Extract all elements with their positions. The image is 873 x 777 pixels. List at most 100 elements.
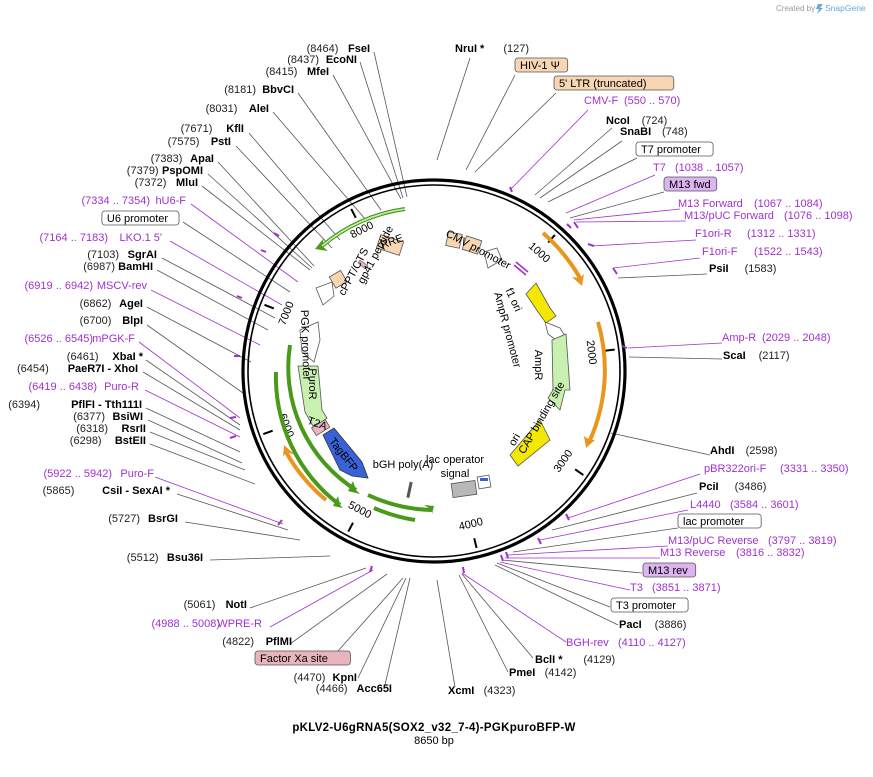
enzyme-site-label: AhdI(2598) (710, 445, 777, 457)
primer-label: BGH-rev(4110 .. 4127) (566, 637, 686, 649)
label-text: M13 fwd (669, 179, 711, 191)
primer-label: F1ori-F(1522 .. 1543) (702, 246, 823, 258)
feature-label: PGK promoter (298, 310, 312, 381)
label-position: (7372) (135, 177, 167, 189)
tick-label: 3000 (552, 448, 576, 475)
feature-box-label: lac promoter (677, 513, 762, 529)
enzyme-site-label: BbvCI(8181) (224, 84, 294, 96)
cppt-arrow (315, 281, 335, 306)
label-name: F1ori-F (702, 246, 738, 258)
label-box (663, 176, 718, 192)
label-box (254, 650, 351, 666)
label-name: SnaBI (620, 126, 651, 138)
enzyme-site-label: KflI(7671) (181, 123, 244, 135)
enzyme-site-label: EcoNI (8437) (287, 54, 357, 66)
tick-mark (350, 208, 357, 219)
label-position: (7334 .. 7354) (82, 195, 151, 207)
enzyme-site-label: FseI(8464) (307, 43, 370, 55)
label-position: (4323) (484, 685, 516, 697)
label-position: (3816 .. 3832) (736, 547, 805, 559)
snapgene-logo-icon (816, 4, 823, 14)
enzyme-site-label: PciI(3486) (699, 481, 766, 493)
primer-label: Puro-R(6419 .. 6438) (29, 381, 140, 393)
label-position: (7379) (127, 165, 159, 177)
feature-arc-green-bottom-2 (373, 506, 416, 522)
enzyme-site-label: NruI *(127) (455, 43, 529, 55)
label-position: (1076 .. 1098) (784, 210, 853, 222)
feature-arc-green-left-1 (286, 344, 358, 492)
tagbfp-arrow (322, 427, 369, 479)
label-name: BbvCI (262, 84, 294, 96)
label-position: (6919 .. 6942) (25, 280, 94, 292)
primer-label: CMV-F(550 .. 570) (584, 95, 680, 107)
label-position: (5512) (127, 552, 159, 564)
label-name: ApaI (190, 153, 214, 165)
primer-label: L4440(3584 .. 3601) (690, 499, 799, 511)
feature-arc-green-left-2 (273, 371, 342, 507)
label-name: F1ori-R (695, 228, 732, 240)
label-text: lac promoter (683, 516, 744, 528)
label-name: Bsu36I (167, 552, 203, 564)
feature-box-label: T7 promoter (635, 141, 714, 157)
label-position: (8437) (287, 54, 319, 66)
enzyme-site-label: KpnI(4470) (294, 672, 357, 684)
label-position: (6419 .. 6438) (29, 381, 98, 393)
label-position: (6454) (17, 363, 49, 375)
label-position: (8031) (206, 103, 238, 115)
primer-label: T7(1038 .. 1057) (653, 162, 744, 174)
label-text: T7 promoter (641, 144, 701, 156)
feature-label: lac operator (426, 454, 484, 466)
feature-label: bGH poly(A) (373, 459, 434, 471)
label-position: (7575) (168, 136, 200, 148)
label-name: EcoNI (326, 54, 357, 66)
label-name: SgrAI (128, 249, 157, 261)
feature-box-label: T3 promoter (610, 597, 689, 613)
label-name: L4440 (690, 499, 721, 511)
label-name: KflI (226, 123, 244, 135)
label-box (677, 513, 762, 529)
label-position: (2598) (746, 445, 778, 457)
tick-mark (473, 537, 478, 549)
label-name: BGH-rev (566, 637, 609, 649)
feature-label: ori (507, 432, 524, 449)
enzyme-site-label: PacI(3886) (619, 619, 686, 631)
label-position: (5865) (43, 485, 75, 497)
label-name: KpnI (333, 672, 357, 684)
primer-label: WPRE-R(4988 .. 5008) (152, 618, 263, 630)
label-position: (4129) (583, 654, 615, 666)
enzyme-site-label: PsiI(1583) (709, 263, 776, 275)
enzyme-site-label: PmeI(4142) (509, 667, 576, 679)
primer-markers (229, 186, 628, 574)
label-name: NotI (226, 599, 247, 611)
label-position: (6377) (73, 411, 105, 423)
label-name: MSCV-rev (97, 280, 148, 292)
label-text: HIV-1 Ψ (520, 60, 560, 72)
puror-arrow (297, 365, 328, 429)
label-position: (5061) (184, 599, 216, 611)
label-box (101, 210, 180, 226)
label-name: M13/pUC Reverse (668, 535, 758, 547)
rre-box (375, 234, 405, 256)
label-position: (6394) (8, 399, 40, 411)
feature-arc-orange-2 (588, 321, 607, 441)
label-position: (7164 .. 7183) (40, 232, 109, 244)
feature-label: AmpR (532, 350, 544, 381)
primer-label: M13 Reverse(3816 .. 3832) (660, 547, 805, 559)
enzyme-site-label: CsiI - SexAI *(5865) (43, 485, 171, 497)
ori-arrow (509, 419, 551, 467)
enzyme-site-label: MluI (7372) (135, 177, 198, 189)
map-labels: NruI *(127)HIV-1 Ψ5' LTR (truncated)CMV-… (8, 43, 852, 697)
primer-label: mPGK-F(6526 .. 6545) (25, 333, 136, 345)
enzyme-site-label: SnaBI(748) (620, 126, 688, 138)
label-name: hU6-F (155, 195, 186, 207)
label-name: MluI (176, 177, 198, 189)
enzyme-site-label: BsiWI(6377) (73, 411, 143, 423)
label-name: Amp-R (722, 332, 756, 344)
label-name: XcmI (448, 685, 474, 697)
primer-label: LKO.1 5'(7164 .. 7183) (40, 232, 163, 244)
gp41-marker (357, 259, 369, 270)
enzyme-site-label: XcmI (4323) (448, 685, 515, 697)
label-name: NruI * (455, 43, 485, 55)
